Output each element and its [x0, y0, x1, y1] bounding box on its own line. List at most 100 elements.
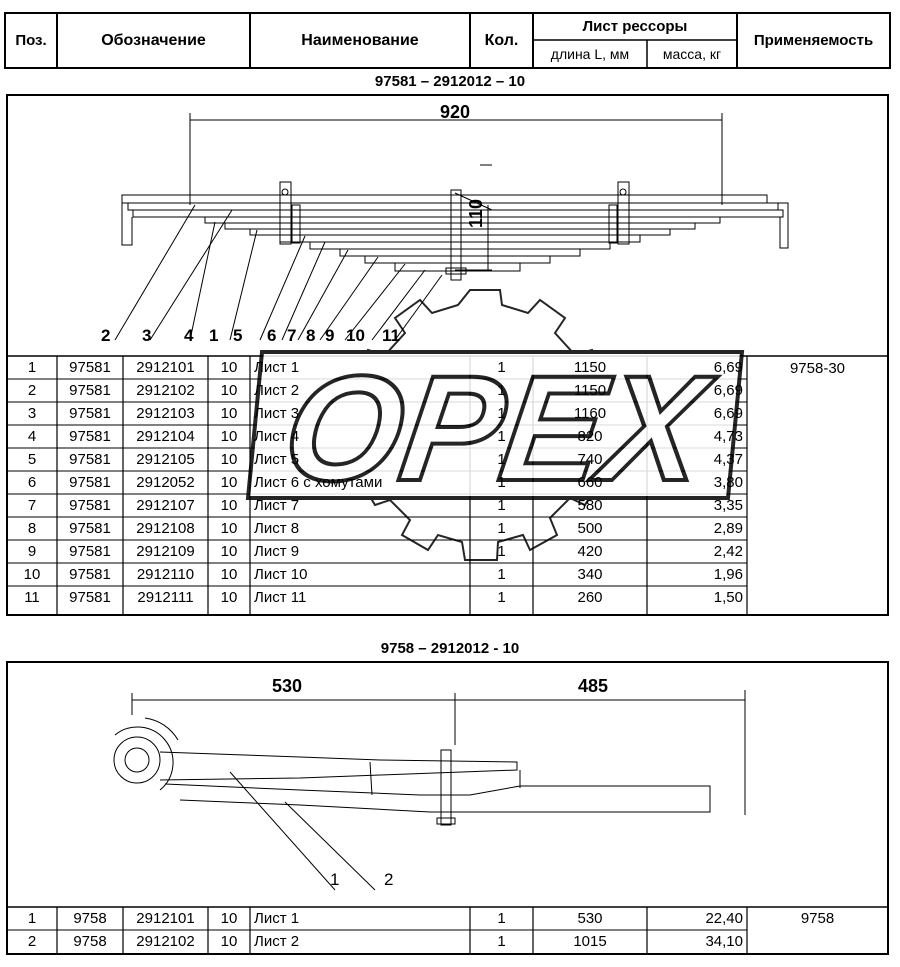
cell-qty: 1 [497, 543, 506, 560]
header-applicability: Применяемость [753, 32, 874, 49]
cell-pos: 9 [27, 543, 37, 560]
cell-length: 660 [577, 474, 603, 491]
callout: 9 [325, 326, 335, 345]
cell-name: Лист 8 [254, 520, 300, 537]
cell-qty: 1 [497, 405, 506, 422]
cell-suffix: 10 [220, 405, 238, 422]
header-grid [4, 12, 891, 69]
svg-text:OPEX: OPEX [275, 345, 724, 512]
cell-suffix: 10 [220, 474, 238, 491]
cell-qty: 1 [497, 933, 506, 950]
callout: 2 [384, 870, 394, 889]
cell-suffix: 10 [220, 497, 238, 514]
cell-qty: 1 [497, 474, 506, 491]
opex-watermark-icon: OPEX [245, 289, 745, 561]
callout: 10 [346, 326, 365, 345]
cell-suffix: 10 [220, 359, 238, 376]
cell-pos: 4 [27, 428, 37, 445]
cell-length: 1160 [573, 405, 607, 422]
cell-qty: 1 [497, 566, 506, 583]
cell-mass: 1,96 [713, 566, 743, 583]
header-leaf-group: Лист рессоры [582, 18, 688, 35]
cell-name: Лист 1 [254, 359, 300, 376]
cell-code: 2912101 [136, 910, 195, 927]
cell-prefix: 97581 [69, 566, 111, 583]
cell-name: Лист 10 [254, 566, 308, 583]
callout: 4 [184, 326, 194, 345]
cell-suffix: 10 [220, 566, 238, 583]
table-row: 3 97581 2912103 10 Лист 3 1 1160 6,69 [0, 402, 900, 425]
cell-name: Лист 5 [254, 451, 300, 468]
cell-prefix: 97581 [69, 405, 111, 422]
cell-mass: 22,40 [705, 910, 743, 927]
dimension-920: 920 [440, 102, 471, 122]
dimension-485: 485 [578, 676, 609, 696]
cell-length: 260 [577, 589, 603, 606]
leaf-spring-drawing [114, 113, 789, 341]
cell-mass: 34,10 [705, 933, 743, 950]
section1-applicability: 9758-30 [789, 360, 846, 377]
callout: 1 [330, 870, 340, 889]
cell-mass: 4,37 [713, 451, 743, 468]
cell-pos: 8 [27, 520, 37, 537]
callout: 8 [306, 326, 316, 345]
cell-prefix: 9758 [73, 933, 107, 950]
section2-frame [6, 661, 889, 955]
cell-prefix: 97581 [69, 451, 111, 468]
dimension-530: 530 [272, 676, 303, 696]
cell-length: 1150 [573, 359, 607, 376]
cell-suffix: 10 [220, 451, 238, 468]
cell-suffix: 10 [220, 543, 238, 560]
cell-pos: 6 [27, 474, 37, 491]
cell-pos: 1 [27, 359, 37, 376]
section2-applicability: 9758 [800, 910, 835, 927]
cell-code: 2912103 [136, 405, 195, 422]
header-pos: Поз. [15, 32, 47, 49]
cell-name: Лист 4 [254, 428, 300, 445]
cell-name: Лист 3 [254, 405, 300, 422]
header-qty: Кол. [484, 31, 519, 49]
cell-code: 2912108 [136, 520, 195, 537]
cell-mass: 2,42 [713, 543, 743, 560]
callout: 7 [287, 326, 297, 345]
callout: 11 [382, 326, 400, 345]
cell-prefix: 97581 [69, 428, 111, 445]
cell-suffix: 10 [220, 933, 238, 950]
cell-code: 2912104 [136, 428, 195, 445]
cell-code: 2912109 [136, 543, 195, 560]
cell-code: 2912110 [136, 566, 195, 583]
cell-pos: 3 [27, 405, 37, 422]
cell-mass: 6,69 [713, 405, 743, 422]
cell-pos: 10 [23, 566, 41, 583]
cell-length: 1015 [573, 933, 607, 950]
cell-prefix: 97581 [69, 382, 111, 399]
cell-code: 2912102 [136, 382, 195, 399]
cell-length: 500 [577, 520, 603, 537]
cell-qty: 1 [497, 497, 506, 514]
cell-length: 740 [577, 451, 603, 468]
cell-prefix: 97581 [69, 474, 111, 491]
cell-length: 580 [577, 497, 603, 514]
cell-code: 2912101 [136, 359, 195, 376]
cell-pos: 2 [27, 382, 37, 399]
callout: 1 [209, 326, 219, 345]
cell-code: 2912102 [136, 933, 195, 950]
header-designation: Обозначение [101, 31, 206, 49]
cell-qty: 1 [497, 359, 506, 376]
cell-mass: 3,35 [713, 497, 743, 514]
cell-qty: 1 [497, 428, 506, 445]
cell-name: Лист 9 [254, 543, 300, 560]
dimension-110: 110 [466, 198, 486, 228]
cell-prefix: 9758 [73, 910, 107, 927]
cell-mass: 3,80 [713, 474, 743, 491]
cell-prefix: 97581 [69, 520, 111, 537]
cell-code: 2912105 [136, 451, 195, 468]
